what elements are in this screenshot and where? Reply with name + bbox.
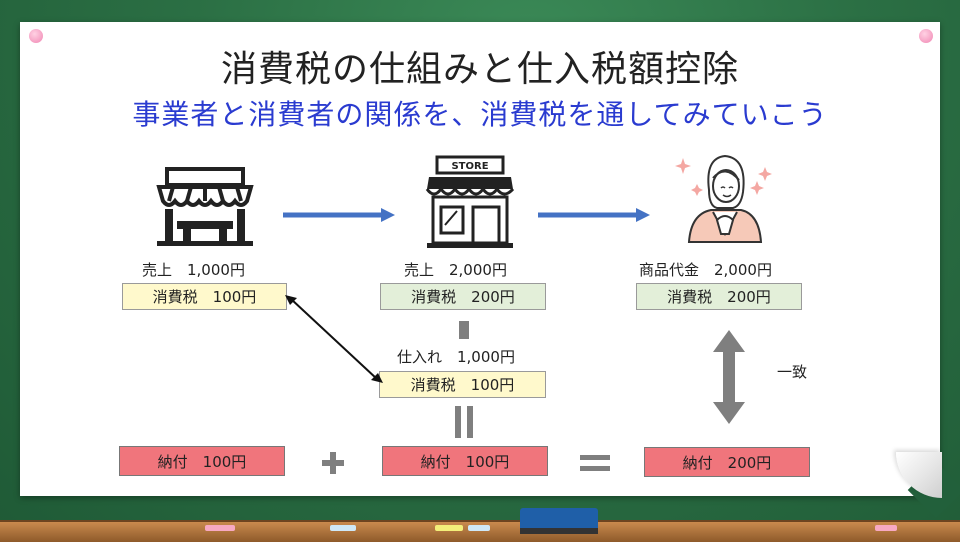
link-double-arrow bbox=[285, 295, 383, 383]
page-subtitle: 事業者と消費者の関係を、消費税を通してみていこう bbox=[132, 98, 828, 131]
payment-box-1: 納付 100円 bbox=[119, 446, 285, 476]
equals-bar-right bbox=[467, 406, 473, 438]
col3-tax-box: 消費税 200円 bbox=[636, 283, 802, 310]
col2-purchase-label: 仕入れ 1,000円 bbox=[397, 348, 515, 366]
pushpin-icon bbox=[29, 29, 43, 43]
match-label: 一致 bbox=[777, 363, 808, 381]
col2-tax-box: 消費税 200円 bbox=[380, 283, 546, 310]
col1-sales-label: 売上 1,000円 bbox=[142, 261, 245, 279]
page-title: 消費税の仕組みと仕入税額控除 bbox=[220, 49, 739, 90]
flow-arrow-1 bbox=[283, 208, 395, 222]
pushpin-icon bbox=[919, 29, 933, 43]
slide-paper bbox=[20, 22, 940, 496]
eraser-felt bbox=[520, 528, 598, 534]
match-double-arrow bbox=[713, 330, 745, 424]
plus-sign-icon bbox=[322, 452, 344, 474]
chalk-piece bbox=[468, 525, 490, 531]
col3-price-label: 商品代金 2,000円 bbox=[639, 261, 772, 279]
customer-woman-icon bbox=[675, 154, 772, 243]
col1-tax-box: 消費税 100円 bbox=[122, 283, 287, 310]
flow-arrow-2 bbox=[538, 208, 650, 222]
equals-bar-left bbox=[455, 406, 461, 438]
col2-sales-label: 売上 2,000円 bbox=[404, 261, 507, 279]
market-stall-icon bbox=[156, 167, 254, 246]
chalk-piece bbox=[330, 525, 356, 531]
chalk-tray bbox=[0, 520, 960, 542]
chalk-piece bbox=[205, 525, 235, 531]
payment-box-3: 納付 200円 bbox=[644, 447, 810, 477]
chalk-piece bbox=[435, 525, 463, 531]
store-sign-text: STORE bbox=[451, 161, 488, 172]
minus-sign-icon bbox=[459, 321, 469, 339]
equals-sign-icon bbox=[580, 455, 610, 471]
payment-box-2: 納付 100円 bbox=[382, 446, 548, 476]
store-icon: STORE bbox=[425, 155, 515, 248]
chalk-piece bbox=[875, 525, 897, 531]
col2-purchase-tax-box: 消費税 100円 bbox=[379, 371, 546, 398]
